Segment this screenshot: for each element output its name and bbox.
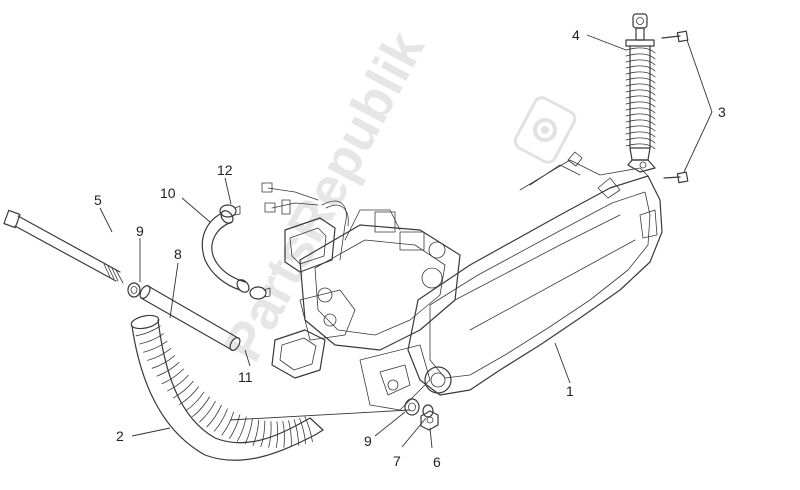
duct-rib <box>244 418 253 445</box>
spring-coil <box>625 107 656 114</box>
callout-11: 11 <box>238 369 253 385</box>
duct-rib <box>185 391 205 412</box>
duct-rib <box>172 380 194 399</box>
spring-coil <box>625 47 656 54</box>
duct-rib <box>139 333 164 345</box>
spring-coil <box>625 77 656 84</box>
callout-6: 6 <box>433 454 441 470</box>
spring-coil <box>625 101 656 108</box>
duct-rib <box>135 325 161 337</box>
duct-rib <box>179 386 199 405</box>
spring-coil <box>625 131 656 138</box>
duct-rib <box>147 348 172 361</box>
duct-rib <box>304 416 313 443</box>
wiring-harness <box>261 182 319 215</box>
spring-coil <box>625 59 656 66</box>
duct-rib <box>288 420 292 447</box>
duct-rib <box>213 408 228 432</box>
callouts: 1 2 3 4 5 6 7 8 9 9 10 11 12 <box>94 27 726 470</box>
spring-coil <box>625 71 656 78</box>
duct-rib <box>252 419 260 446</box>
callout-3: 3 <box>718 104 726 120</box>
duct-ribs <box>135 325 313 449</box>
spring-coil <box>625 89 656 96</box>
duct-rib <box>143 340 168 353</box>
duct-rib <box>299 418 306 445</box>
duct-rib <box>161 368 184 385</box>
duct-rib <box>167 374 189 392</box>
corrugated-duct <box>130 314 324 461</box>
hose-clamp-upper <box>219 204 241 218</box>
spring-coil <box>625 83 656 90</box>
callout-1: 1 <box>566 383 574 399</box>
lock-washer <box>422 404 434 418</box>
duct-rib <box>236 416 247 442</box>
spring-coil <box>625 53 656 60</box>
engine-case <box>407 151 663 396</box>
duct-rib <box>192 396 210 417</box>
spring-coil <box>625 95 656 102</box>
shock-bolt-top <box>661 30 689 43</box>
hose-clamp-lower <box>249 286 271 300</box>
duct-rib <box>282 420 285 448</box>
callout-7: 7 <box>393 453 401 469</box>
duct-rib <box>221 411 235 436</box>
duct-rib <box>199 400 216 423</box>
callout-4: 4 <box>572 27 580 43</box>
duct-rib <box>293 419 299 446</box>
spring-coil <box>625 137 656 144</box>
callout-10: 10 <box>160 185 176 201</box>
gear-icon <box>513 96 577 164</box>
callout-9-right: 9 <box>364 433 372 449</box>
duct-rib <box>275 421 279 449</box>
spring-coil <box>625 143 656 150</box>
washer-left <box>127 282 141 298</box>
nut <box>420 410 439 431</box>
duct-rib <box>156 362 180 377</box>
duct-rib <box>268 421 272 448</box>
duct-rib <box>206 404 222 428</box>
carburetor <box>271 200 356 379</box>
spring-coil <box>625 119 656 126</box>
callout-9-left: 9 <box>136 223 144 239</box>
shock-bolt-bottom <box>663 171 689 184</box>
duct-rib <box>260 420 266 448</box>
duct-rib <box>151 355 176 369</box>
callout-8: 8 <box>174 246 182 262</box>
callout-2: 2 <box>116 428 124 444</box>
leader-lines <box>99 34 713 449</box>
breather-hose <box>201 210 250 293</box>
callout-5: 5 <box>94 192 102 208</box>
spring-coil <box>625 125 656 132</box>
shock-absorber <box>625 13 656 173</box>
cylinder-block <box>299 209 461 411</box>
washer-right <box>404 398 420 416</box>
callout-12: 12 <box>217 162 233 178</box>
long-bolt <box>3 209 124 284</box>
spring-coil <box>625 113 656 120</box>
duct-rib <box>229 414 241 439</box>
spacer-tube <box>139 285 241 351</box>
shock-coils <box>625 47 656 150</box>
spring-coil <box>625 65 656 72</box>
